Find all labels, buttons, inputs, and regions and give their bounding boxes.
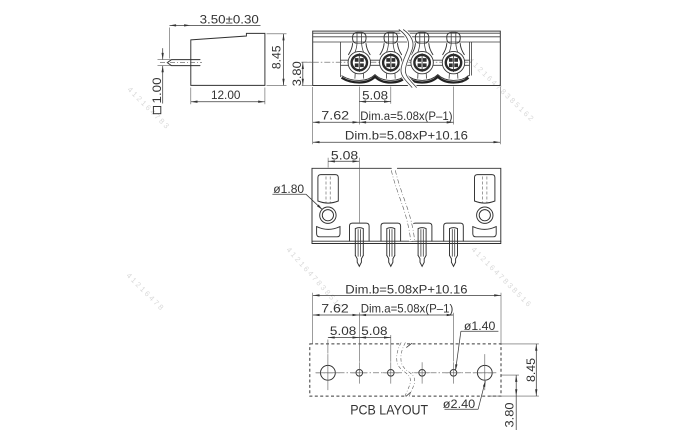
- svg-text:8.45: 8.45: [524, 358, 538, 382]
- svg-text:ø1.80: ø1.80: [273, 182, 304, 196]
- svg-text:3.80: 3.80: [290, 61, 304, 86]
- svg-text:ø1.40: ø1.40: [464, 319, 496, 333]
- svg-text:5.08: 5.08: [331, 148, 359, 162]
- svg-text:Dim.b=5.08xP+10.16: Dim.b=5.08xP+10.16: [345, 283, 468, 297]
- svg-text:3.80: 3.80: [503, 402, 517, 427]
- svg-text:7.62: 7.62: [321, 301, 349, 315]
- svg-text:Dim.b=5.08xP+10.16: Dim.b=5.08xP+10.16: [345, 128, 468, 142]
- svg-text:7.62: 7.62: [321, 109, 349, 123]
- svg-text:PCB LAYOUT: PCB LAYOUT: [350, 402, 428, 418]
- svg-text:8.45: 8.45: [270, 45, 284, 69]
- svg-text:1.00: 1.00: [150, 77, 164, 103]
- svg-text:5.08: 5.08: [330, 324, 357, 338]
- svg-text:5.08: 5.08: [362, 89, 388, 103]
- svg-text:3.50±0.30: 3.50±0.30: [200, 13, 260, 27]
- svg-text:Dim.a=5.08x(P–1): Dim.a=5.08x(P–1): [361, 302, 454, 316]
- svg-text:ø2.40: ø2.40: [443, 397, 476, 411]
- svg-text:5.08: 5.08: [361, 324, 388, 338]
- svg-text:Dim.a=5.08x(P–1): Dim.a=5.08x(P–1): [360, 109, 452, 123]
- svg-text:12.00: 12.00: [211, 88, 241, 102]
